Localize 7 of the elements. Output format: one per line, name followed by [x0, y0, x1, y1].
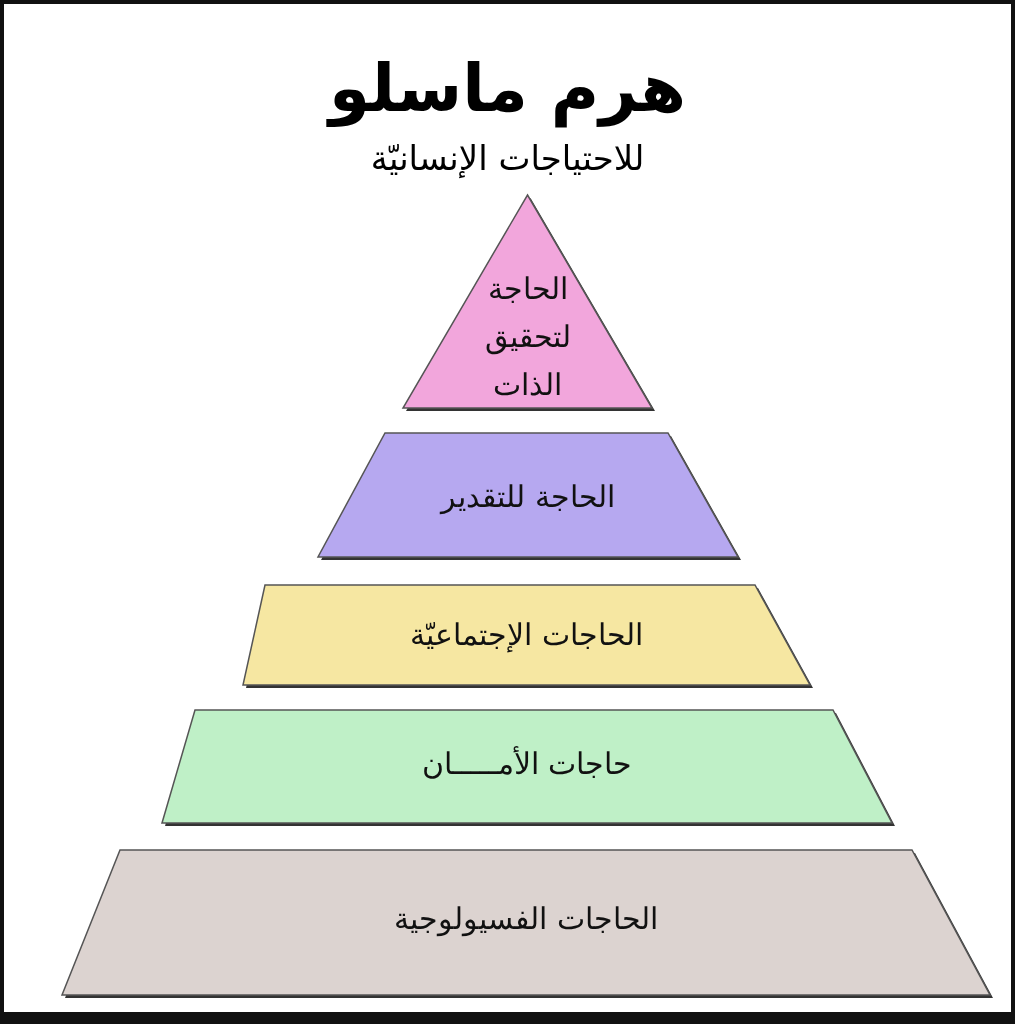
tier-label: الحاجة لتحقيق الذات — [483, 270, 572, 404]
tier-label: حاجات الأمـــــان — [420, 745, 634, 783]
tier-label: الحاجات الفسيولوجية — [393, 900, 659, 939]
title: هرم ماسلو — [325, 50, 687, 127]
tier-label: الحاجة للتقدير — [438, 478, 616, 517]
tier-label: الحاجات الإجتماعيّة — [409, 616, 644, 655]
subtitle: للاحتياجات الإنسانيّة — [369, 138, 646, 178]
